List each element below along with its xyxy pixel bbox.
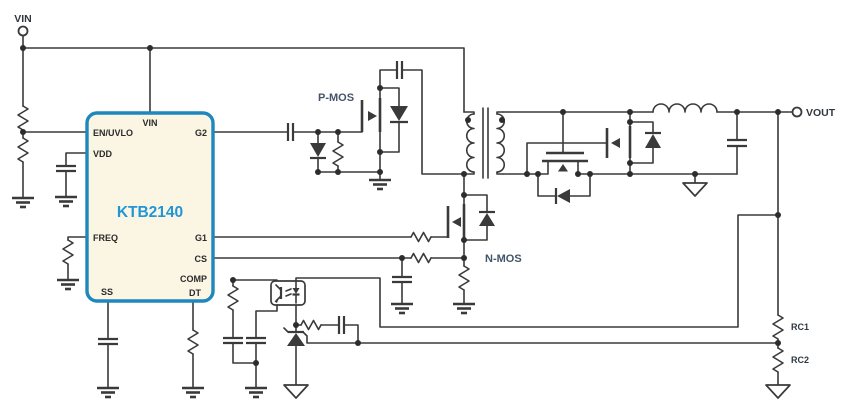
- cs-filter-capacitor: [392, 275, 412, 284]
- vin-divider-bottom-resistor: [17, 137, 29, 163]
- opto-emitter-capacitor: [246, 336, 266, 345]
- diodes: [283, 106, 661, 346]
- junction-dots: [20, 45, 781, 366]
- vin-net-label: VIN: [14, 13, 32, 25]
- g1-gate-resistor: [410, 231, 432, 243]
- nmos-label: N-MOS: [485, 253, 522, 265]
- ground-comp: [243, 386, 269, 399]
- ground-dt: [180, 386, 206, 399]
- output-sync-fet-arrow: [611, 138, 620, 148]
- ic-part-number: KTB2140: [117, 204, 183, 221]
- vdd-capacitor: [56, 164, 76, 173]
- ground-vdd: [53, 195, 79, 208]
- ground-pmos: [367, 178, 393, 191]
- pmos-gate-resistor: [332, 141, 344, 167]
- dt-set-resistor: [187, 329, 199, 355]
- ground-cs-filter: [389, 302, 415, 315]
- opto-led: [292, 281, 300, 304]
- optocoupler: [270, 280, 306, 306]
- output-sync-fet: [605, 126, 632, 158]
- pmos-gate-diode: [310, 143, 326, 160]
- ic-pin-vin: VIN: [142, 118, 157, 128]
- ic-pin-cs: CS: [194, 254, 207, 264]
- series-sync-fet-arrow: [558, 164, 568, 172]
- pmos-arrow: [368, 111, 377, 121]
- current-sense-resistor: [458, 265, 470, 291]
- cs-filter-resistor: [410, 252, 432, 264]
- primary-polarity-dot: [465, 117, 471, 123]
- nmos-arrow: [452, 217, 461, 227]
- ground-secondary: [682, 182, 708, 197]
- ic-pin-g2: G2: [195, 128, 207, 138]
- ground-input-divider: [10, 196, 36, 209]
- vin-terminal: [17, 25, 29, 37]
- feedback-divider-rc1: [772, 314, 784, 340]
- vout-terminal: [791, 106, 803, 118]
- ground-divider: [765, 384, 791, 399]
- pmos-clamp-fet: [360, 98, 382, 132]
- opto-light-arrows: [285, 288, 292, 297]
- feedback-divider-rc2: [772, 347, 784, 373]
- ic-ktb2140: VIN EN/UVLO VDD FREQ SS G2 G1 CS COMP DT…: [85, 111, 215, 303]
- secondary-winding: [496, 113, 505, 173]
- ic-pin-en-uvlo: EN/UVLO: [93, 128, 133, 138]
- nmos-main-switch: [446, 204, 466, 240]
- pmos-label: P-MOS: [318, 92, 354, 104]
- vout-net-label: VOUT: [806, 107, 836, 119]
- ss-capacitor: [98, 337, 118, 346]
- tl431-shunt-regulator: [283, 327, 305, 346]
- ic-pin-dt: DT: [189, 288, 201, 298]
- ground-ss: [95, 386, 121, 399]
- ic-pin-comp: COMP: [180, 274, 207, 284]
- pmos-body-diode: [390, 106, 408, 124]
- tl431-comp-capacitor: [337, 316, 346, 334]
- transformer: [465, 107, 505, 179]
- tl431-comp-resistor: [300, 319, 322, 331]
- ic-pin-freq: FREQ: [93, 233, 118, 243]
- vin-divider-top-resistor: [17, 105, 29, 131]
- rc2-label: RC2: [791, 355, 809, 365]
- capacitors: [56, 61, 747, 346]
- ground-freq: [55, 278, 81, 291]
- ic-pin-g1: G1: [195, 233, 207, 243]
- comp-capacitor: [223, 336, 243, 345]
- freq-set-resistor: [62, 239, 74, 265]
- series-sync-fet: [542, 151, 588, 172]
- output-inductor: [652, 103, 718, 113]
- ground-tl431: [283, 384, 309, 399]
- output-syncfet-body-diode: [645, 131, 661, 148]
- comp-resistor: [227, 285, 239, 311]
- rc1-label: RC1: [791, 322, 809, 332]
- primary-winding: [466, 113, 475, 173]
- nmos-body-diode: [479, 210, 495, 226]
- ic-pin-ss: SS: [101, 287, 113, 297]
- output-capacitor: [727, 138, 747, 148]
- clamp-capacitor: [395, 61, 404, 79]
- ic-pin-vdd: VDD: [93, 149, 113, 159]
- phototransistor-emitter-arrow: [274, 299, 279, 303]
- series-syncfet-body-diode: [554, 188, 570, 204]
- g2-coupling-capacitor: [286, 123, 295, 141]
- secondary-polarity-dot: [499, 117, 505, 123]
- ground-sense: [451, 302, 477, 315]
